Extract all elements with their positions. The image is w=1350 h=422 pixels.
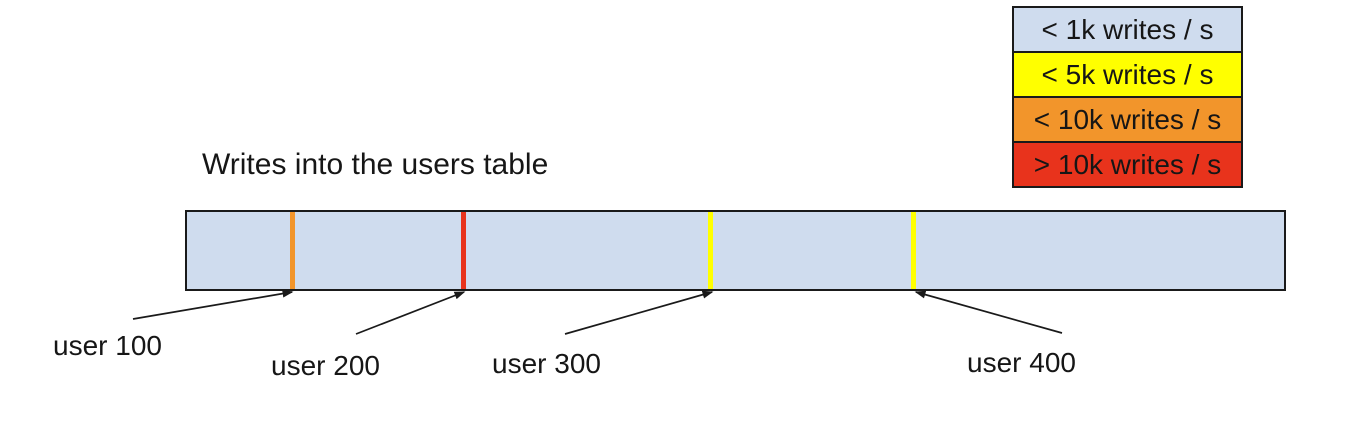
write-hotspot-marker-user-400 [911,212,916,289]
user-100-label: user 100 [53,330,162,361]
arrow-user-300 [564,290,714,335]
legend-item-label: < 5k writes / s [1041,58,1214,90]
write-hotspot-marker-user-200 [461,212,466,289]
user-300-label: user 300 [492,348,601,379]
arrow-user-400 [914,290,1063,334]
legend-item-lt-5k: < 5k writes / s [1012,51,1243,98]
legend-item-label: < 10k writes / s [1033,103,1222,135]
legend-item-lt-10k: < 10k writes / s [1012,96,1243,143]
diagram-title: Writes into the users table [202,148,549,181]
user-400-label: user 400 [967,347,1076,378]
write-hotspot-marker-user-100 [290,212,295,289]
arrow-user-200 [355,291,466,335]
user-200-label: user 200 [271,350,380,381]
write-hotspot-marker-user-300 [708,212,713,289]
arrow-user-100 [132,289,294,320]
users-table-bar [185,210,1286,291]
legend-item-lt-1k: < 1k writes / s [1012,6,1243,53]
legend-item-gt-10k: > 10k writes / s [1012,141,1243,188]
legend: < 1k writes / s < 5k writes / s < 10k wr… [1012,6,1243,188]
legend-item-label: > 10k writes / s [1033,148,1222,180]
legend-item-label: < 1k writes / s [1041,13,1214,45]
